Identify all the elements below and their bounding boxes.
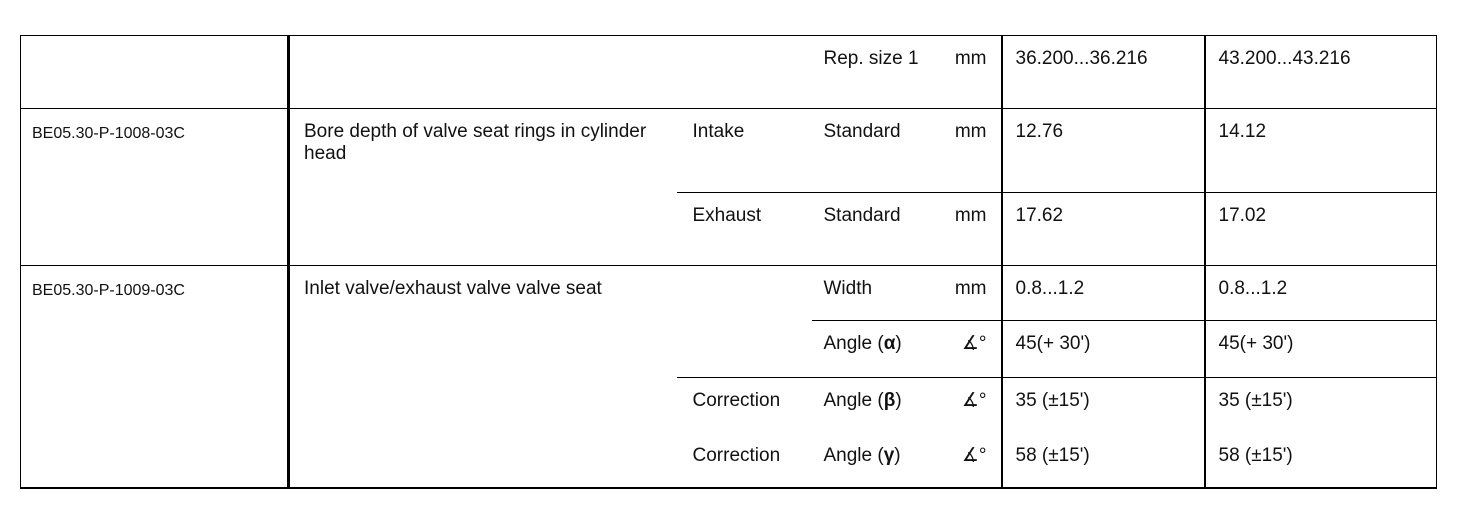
param-cell: Standard xyxy=(811,107,932,193)
sub-cell xyxy=(676,264,812,378)
sub-cell xyxy=(677,36,812,109)
table-row: BE05.30-P-1009-03C Inlet valve/exhaust v… xyxy=(20,264,1437,488)
value1-cell: 12.76 xyxy=(1001,107,1206,193)
value1-cell: 58 (±15') xyxy=(1001,432,1206,488)
unit-cell: mm xyxy=(931,107,1003,193)
param-cell: Angle (α) xyxy=(811,319,932,378)
param-cell: Angle (γ) xyxy=(823,444,901,466)
value1-cell: 45(+ 30') xyxy=(1001,319,1206,378)
unit-cell: ∡° xyxy=(931,376,1003,433)
angle-icon: ∡° xyxy=(961,332,987,354)
angle-icon: ∡° xyxy=(961,389,987,411)
unit-cell: mm xyxy=(931,264,1003,321)
unit-cell: ∡° xyxy=(931,432,1003,488)
unit-cell: ∡° xyxy=(931,319,1003,378)
value1-cell: 36.200...36.216 xyxy=(1001,35,1206,109)
value1-cell: 35 (±15') xyxy=(1001,376,1206,433)
description-cell xyxy=(289,36,677,109)
sub-cell: Correction xyxy=(692,444,781,466)
param-cell: Standard xyxy=(811,191,932,266)
sub-cell: Exhaust xyxy=(676,191,812,266)
value2-cell: 14.12 xyxy=(1204,107,1437,193)
table-row: Exhaust Standard mm 17.62 17.02 xyxy=(21,191,1437,266)
sub-cell: Correction xyxy=(676,376,812,433)
description-cell: Inlet valve/exhaust valve valve seat xyxy=(288,264,677,488)
value1-cell: 0.8...1.2 xyxy=(1001,264,1206,321)
greek-symbol: γ xyxy=(883,444,895,466)
value2-cell: 17.02 xyxy=(1204,191,1437,266)
spec-table: Rep. size 1 mm 36.200...36.216 43.200...… xyxy=(20,35,1437,489)
param-cell: Width xyxy=(811,264,932,321)
value2-cell: 58 (±15') xyxy=(1218,444,1293,466)
unit-cell: mm xyxy=(931,35,1003,109)
param-cell: Angle (β) xyxy=(811,376,932,433)
code-cell: BE05.30-P-1008-03C xyxy=(20,107,290,266)
value2-cell: 35 (±15') xyxy=(1204,376,1437,433)
greek-symbol: β xyxy=(883,389,896,411)
table-row: Correction Angle (β) ∡° 35 (±15') 35 (±1… xyxy=(21,376,1437,433)
table-row: Rep. size 1 mm 36.200...36.216 43.200...… xyxy=(20,35,1437,109)
angle-icon: ∡° xyxy=(961,444,987,466)
table-row: Angle (α) ∡° 45(+ 30') 45(+ 30') xyxy=(21,319,1437,378)
code-cell: BE05.30-P-1009-03C xyxy=(20,264,290,488)
greek-symbol: α xyxy=(883,332,896,354)
value1-cell: 17.62 xyxy=(1001,191,1206,266)
code-cell xyxy=(20,35,290,109)
param-cell: Rep. size 1 xyxy=(823,48,919,69)
value2-cell: 0.8...1.2 xyxy=(1204,264,1437,321)
unit-cell: mm xyxy=(931,191,1003,266)
value2-cell: 45(+ 30') xyxy=(1204,319,1437,378)
value2-cell: 43.200...43.216 xyxy=(1218,48,1351,69)
sub-cell: Intake xyxy=(676,107,812,193)
table-row: Correction Angle (γ) ∡° 58 (±15') 58 (±1… xyxy=(21,432,1437,488)
description-cell: Bore depth of valve seat rings in cylind… xyxy=(288,107,677,266)
table-row: BE05.30-P-1008-03C Bore depth of valve s… xyxy=(20,107,1437,266)
